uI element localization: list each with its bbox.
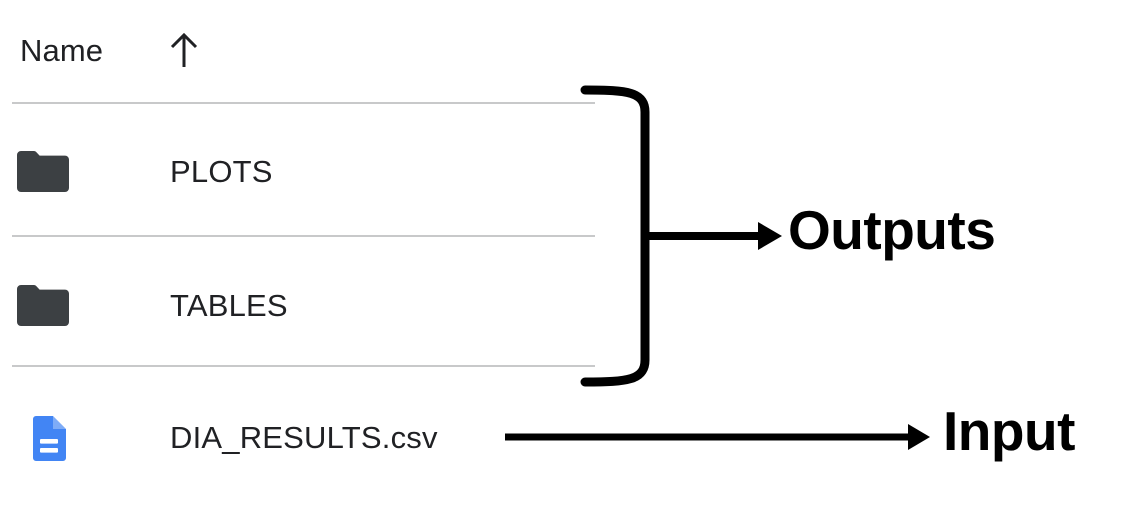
file-row-tables[interactable]: TABLES	[12, 272, 595, 338]
row-divider	[12, 235, 595, 237]
file-row-label: PLOTS	[170, 153, 273, 189]
file-row-label: DIA_RESULTS.csv	[170, 419, 438, 455]
column-header-name[interactable]: Name	[20, 28, 201, 72]
annotation-label-outputs: Outputs	[788, 199, 996, 261]
row-divider	[12, 102, 595, 104]
folder-icon	[12, 283, 70, 328]
column-header-label: Name	[20, 32, 104, 68]
file-row-plots[interactable]: PLOTS	[12, 138, 595, 204]
annotation-label-input: Input	[943, 400, 1075, 462]
file-row-label: TABLES	[170, 287, 288, 323]
row-divider	[12, 365, 595, 367]
document-icon	[12, 413, 86, 461]
file-row-dia-results-csv[interactable]: DIA_RESULTS.csv	[12, 404, 595, 470]
sort-ascending-arrow-icon[interactable]	[167, 31, 201, 69]
arrow-outputs	[648, 222, 782, 250]
folder-icon	[12, 149, 70, 194]
